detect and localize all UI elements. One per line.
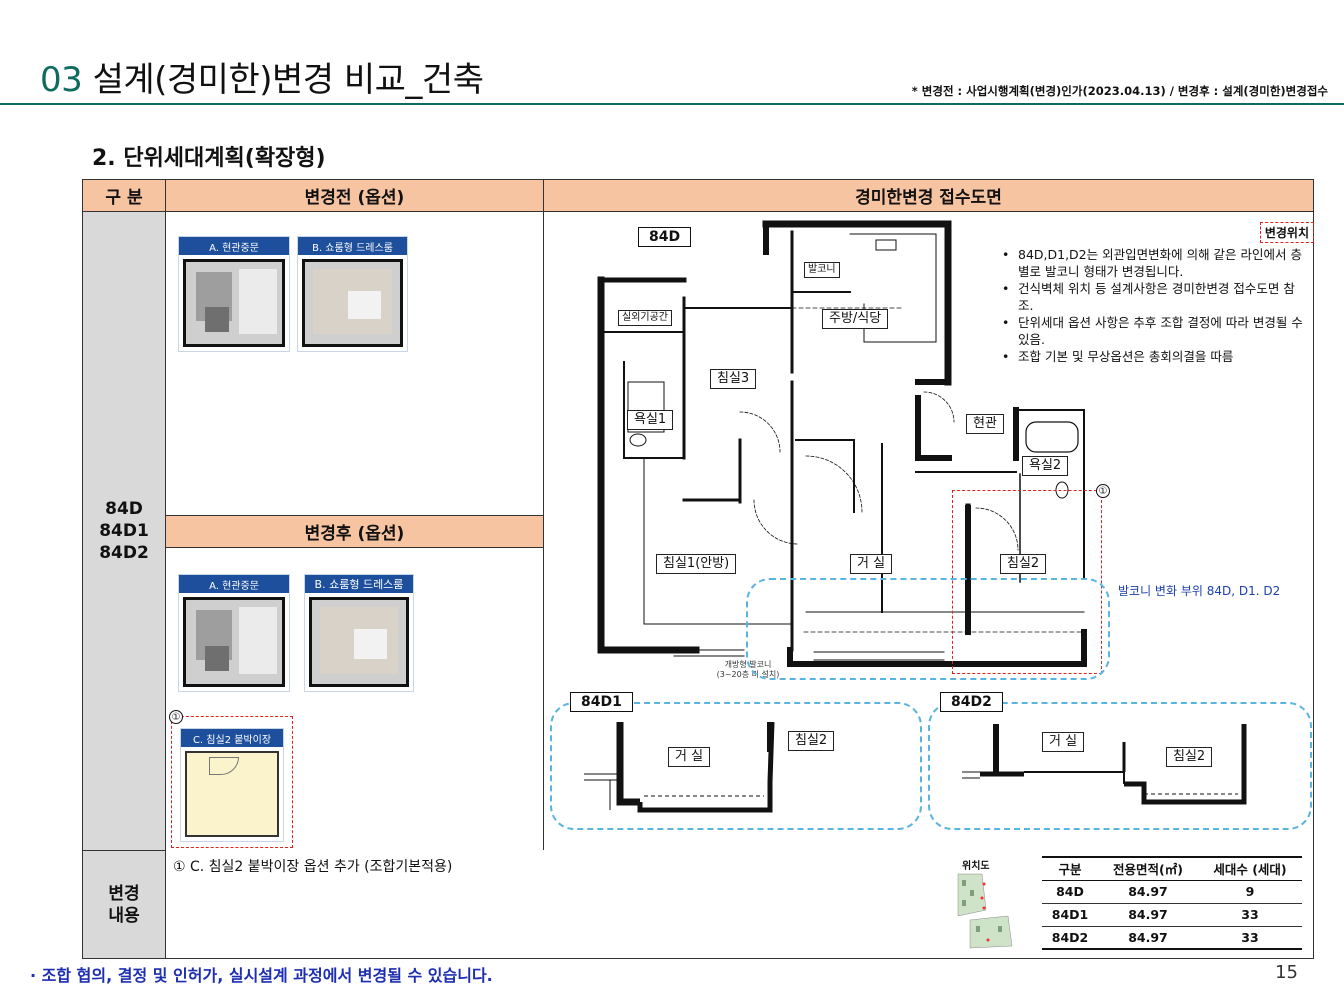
after-option-a: A. 현관중문	[178, 574, 290, 692]
d2-room-bedroom2: 침실2	[1166, 747, 1213, 767]
header-after-plan: 경미한변경 접수도면	[543, 179, 1314, 212]
room-entrance: 현관	[966, 414, 1004, 434]
change-label-line2: 내용	[108, 905, 140, 926]
area-cell: 84D1	[1042, 903, 1098, 927]
bedroom2-change-marker: ①	[1096, 484, 1110, 498]
after-option-b-image	[309, 597, 409, 687]
balcony-change-note: 발코니 변화 부위 84D, D1. D2	[1118, 584, 1281, 598]
area-cell: 84.97	[1098, 880, 1198, 904]
balcony-change-area	[746, 578, 1110, 680]
after-option-c-highlight	[171, 716, 293, 848]
change-location-tag: 변경위치	[1259, 222, 1314, 243]
plan-type-84d: 84D	[638, 227, 692, 247]
location-map	[952, 870, 1026, 950]
type-84d1: 84D1	[99, 521, 149, 541]
area-table-header: 구분 전용면적(㎡) 세대수 (세대)	[1042, 856, 1302, 881]
after-option-a-image	[183, 597, 285, 687]
header-category: 구 분	[82, 179, 166, 212]
before-option-a-label: A. 현관중문	[179, 237, 289, 255]
variant-84d2-frame	[928, 702, 1312, 830]
header-before: 변경전 (옵션)	[165, 179, 544, 212]
d1-room-living: 거 실	[668, 747, 711, 767]
before-option-a-image	[183, 259, 285, 347]
table-row: 84D2 84.97 33	[1042, 926, 1302, 950]
area-cell: 84.97	[1098, 903, 1198, 927]
title-number: 03	[40, 60, 83, 100]
area-cell: 33	[1198, 926, 1302, 950]
area-header-area: 전용면적(㎡)	[1098, 856, 1198, 881]
room-balcony: 발코니	[804, 262, 840, 278]
location-map-title: 위치도	[962, 861, 990, 872]
room-bedroom3: 침실3	[710, 369, 757, 389]
room-outdoor-unit: 실외기공간	[618, 310, 672, 326]
before-option-a: A. 현관중문	[178, 236, 290, 352]
type-cell: 84D 84D1 84D2	[82, 211, 166, 851]
table-row: 84D 84.97 9	[1042, 880, 1302, 904]
plan-note: 84D,D1,D2는 외관입면변화에 의해 같은 라인에서 층별로 발코니 형태…	[1000, 246, 1310, 280]
change-label-line1: 변경	[108, 883, 140, 904]
d2-room-living: 거 실	[1042, 732, 1085, 752]
plan-type-84d2: 84D2	[940, 692, 1003, 712]
area-cell: 84D	[1042, 880, 1098, 904]
area-header-type: 구분	[1042, 856, 1098, 881]
table-row: 84D1 84.97 33	[1042, 903, 1302, 927]
room-master-bedroom: 침실1(안방)	[656, 554, 737, 574]
after-option-c: C. 침실2 붙박이장	[180, 728, 284, 842]
room-bath2: 욕실2	[1022, 456, 1069, 476]
change-label-cell: 변경 내용	[82, 850, 166, 959]
plan-note: 조합 기본 및 무상옵션은 총회의결을 따름	[1000, 348, 1310, 365]
plan-notes: 84D,D1,D2는 외관입면변화에 의해 같은 라인에서 층별로 발코니 형태…	[1000, 246, 1310, 365]
area-header-units: 세대수 (세대)	[1198, 856, 1302, 881]
before-option-b-image	[302, 259, 403, 347]
page-title: 03 설계(경미한)변경 비교_건축	[40, 58, 484, 102]
after-option-b-label: B. 쇼룸형 드레스룸	[305, 575, 413, 593]
room-bedroom2: 침실2	[1000, 554, 1047, 574]
area-cell: 84D2	[1042, 926, 1098, 950]
title-text: 설계(경미한)변경 비교_건축	[82, 60, 484, 100]
plan-type-84d1: 84D1	[570, 692, 633, 712]
header-note: * 변경전 : 사업시행계획(변경)인가(2023.04.13) / 변경후 :…	[911, 84, 1328, 98]
page-number: 15	[1275, 962, 1298, 983]
after-option-b: B. 쇼룸형 드레스룸	[304, 574, 414, 692]
room-kitchen: 주방/식당	[822, 309, 889, 329]
bedroom2-change-area	[952, 490, 1102, 674]
floor-plan-84d	[584, 220, 1247, 813]
after-option-a-label: A. 현관중문	[179, 575, 289, 593]
d1-room-bedroom2: 침실2	[788, 731, 835, 751]
after-option-c-image	[185, 751, 279, 837]
section-title: 2. 단위세대계획(확장형)	[92, 146, 326, 171]
room-living: 거 실	[850, 554, 893, 574]
open-balcony-line2: (3~20층 미 설치)	[716, 670, 780, 679]
before-option-b-label: B. 쇼룸형 드레스룸	[298, 237, 407, 255]
variant-84d1-frame	[550, 702, 922, 830]
before-option-b: B. 쇼룸형 드레스룸	[297, 236, 408, 352]
area-cell: 84.97	[1098, 926, 1198, 950]
type-84d2: 84D2	[99, 543, 149, 563]
room-bath1: 욕실1	[627, 410, 674, 430]
area-cell: 33	[1198, 903, 1302, 927]
header-after-options: 변경후 (옵션)	[165, 515, 544, 548]
after-option-c-marker: ①	[169, 710, 183, 724]
plan-note: 건식벽체 위치 등 설계사항은 경미한변경 접수도면 참조.	[1000, 280, 1310, 314]
header-divider	[0, 103, 1344, 105]
type-84d: 84D	[105, 499, 143, 519]
change-content-text: ① C. 침실2 붙박이장 옵션 추가 (조합기본적용)	[173, 859, 453, 875]
footer-note: · 조합 협의, 결정 및 인허가, 실시설계 과정에서 변경될 수 있습니다.	[30, 966, 493, 985]
area-cell: 9	[1198, 880, 1302, 904]
plan-note: 단위세대 옵션 사항은 추후 조합 결정에 따라 변경될 수 있음.	[1000, 314, 1310, 348]
area-table: 구분 전용면적(㎡) 세대수 (세대) 84D 84.97 9 84D1 84.…	[1042, 856, 1302, 950]
after-option-c-label: C. 침실2 붙박이장	[181, 729, 283, 747]
